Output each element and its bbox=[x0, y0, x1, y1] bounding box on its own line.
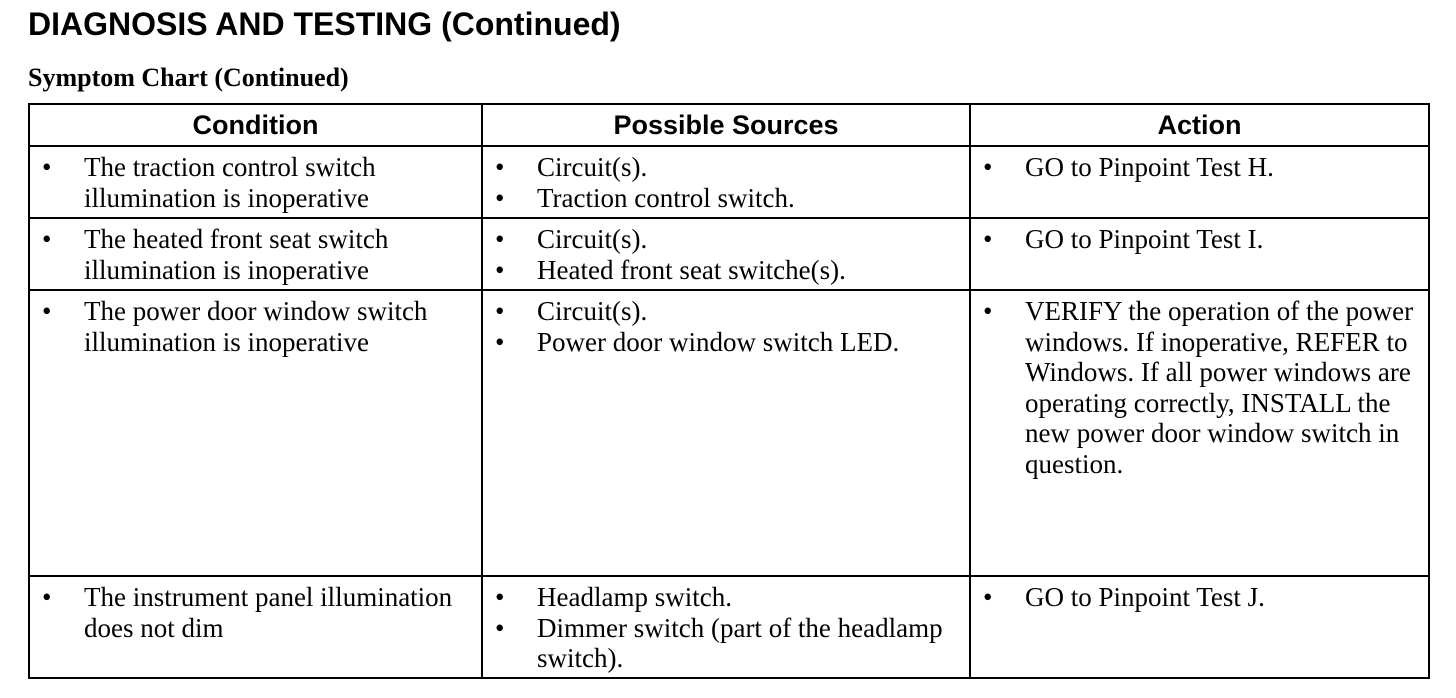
bullet-list: GO to Pinpoint Test I. bbox=[971, 219, 1428, 255]
bullet-list: The power door window switch illuminatio… bbox=[30, 291, 481, 357]
bullet-item: Traction control switch. bbox=[483, 183, 961, 214]
column-header-condition: Condition bbox=[28, 103, 483, 147]
bullet-item: The heated front seat switch illuminatio… bbox=[30, 224, 473, 285]
table-header-row: Condition Possible Sources Action bbox=[28, 103, 1430, 147]
bullet-item: Circuit(s). bbox=[483, 152, 961, 183]
bullet-list: The traction control switch illumination… bbox=[30, 147, 481, 213]
bullet-list: GO to Pinpoint Test J. bbox=[971, 577, 1428, 613]
action-cell: VERIFY the operation of the power window… bbox=[969, 289, 1430, 577]
bullet-item: Dimmer switch (part of the headlamp swit… bbox=[483, 613, 961, 674]
bullet-item: GO to Pinpoint Test I. bbox=[971, 224, 1420, 255]
bullet-list: Circuit(s). Traction control switch. bbox=[483, 147, 969, 213]
bullet-list: Circuit(s). Power door window switch LED… bbox=[483, 291, 969, 357]
bullet-item: Heated front seat switche(s). bbox=[483, 255, 961, 286]
page-title: DIAGNOSIS AND TESTING (Continued) bbox=[28, 6, 621, 42]
table-row: The instrument panel illumination does n… bbox=[28, 575, 1430, 679]
action-cell: GO to Pinpoint Test I. bbox=[969, 217, 1430, 291]
symptom-chart-table: Condition Possible Sources Action The tr… bbox=[28, 103, 1430, 679]
sources-cell: Circuit(s). Power door window switch LED… bbox=[481, 289, 971, 577]
bullet-item: Circuit(s). bbox=[483, 296, 961, 327]
bullet-item: GO to Pinpoint Test J. bbox=[971, 582, 1420, 613]
sources-cell: Circuit(s). Traction control switch. bbox=[481, 145, 971, 219]
condition-cell: The traction control switch illumination… bbox=[28, 145, 483, 219]
bullet-item: GO to Pinpoint Test H. bbox=[971, 152, 1420, 183]
sources-cell: Headlamp switch. Dimmer switch (part of … bbox=[481, 575, 971, 679]
condition-cell: The heated front seat switch illuminatio… bbox=[28, 217, 483, 291]
table-row: The heated front seat switch illuminatio… bbox=[28, 217, 1430, 291]
bullet-item: The power door window switch illuminatio… bbox=[30, 296, 473, 357]
bullet-item: The traction control switch illumination… bbox=[30, 152, 473, 213]
bullet-item: Circuit(s). bbox=[483, 224, 961, 255]
bullet-item: Power door window switch LED. bbox=[483, 327, 961, 358]
bullet-list: Headlamp switch. Dimmer switch (part of … bbox=[483, 577, 969, 674]
bullet-list: GO to Pinpoint Test H. bbox=[971, 147, 1428, 183]
bullet-item: Headlamp switch. bbox=[483, 582, 961, 613]
bullet-item: VERIFY the operation of the power window… bbox=[971, 296, 1420, 479]
condition-cell: The instrument panel illumination does n… bbox=[28, 575, 483, 679]
bullet-list: Circuit(s). Heated front seat switche(s)… bbox=[483, 219, 969, 285]
bullet-list: The instrument panel illumination does n… bbox=[30, 577, 481, 643]
action-cell: GO to Pinpoint Test J. bbox=[969, 575, 1430, 679]
action-cell: GO to Pinpoint Test H. bbox=[969, 145, 1430, 219]
bullet-item: The instrument panel illumination does n… bbox=[30, 582, 473, 643]
condition-cell: The power door window switch illuminatio… bbox=[28, 289, 483, 577]
section-title: Symptom Chart (Continued) bbox=[28, 63, 349, 92]
table-row: The traction control switch illumination… bbox=[28, 145, 1430, 219]
column-header-action: Action bbox=[969, 103, 1430, 147]
column-header-possible-sources: Possible Sources bbox=[481, 103, 971, 147]
table-row: The power door window switch illuminatio… bbox=[28, 289, 1430, 577]
bullet-list: VERIFY the operation of the power window… bbox=[971, 291, 1428, 479]
sources-cell: Circuit(s). Heated front seat switche(s)… bbox=[481, 217, 971, 291]
bullet-list: The heated front seat switch illuminatio… bbox=[30, 219, 481, 285]
